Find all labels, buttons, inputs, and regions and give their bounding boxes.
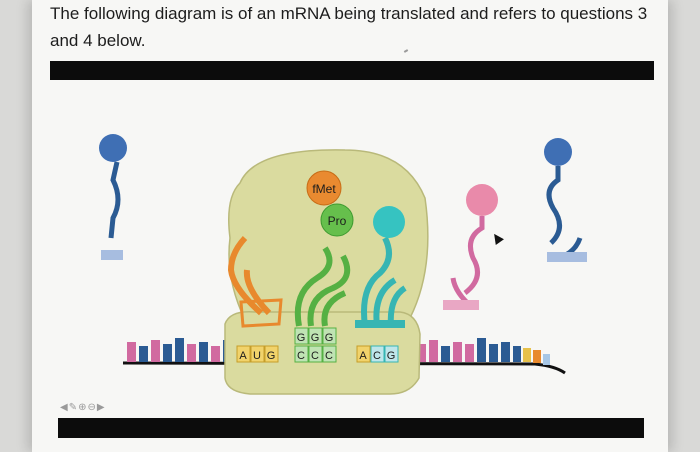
pro-amino-acid [320,203,354,237]
blue-trna-right [546,166,583,261]
codon-base: A [359,350,367,362]
question-text: The following diagram is of an mRNA bein… [50,0,660,54]
anticodon-base: G [325,332,334,344]
codon-boxes [236,345,399,363]
codon-base: U [253,350,261,362]
question-line-1: The following diagram is of an mRNA bein… [50,4,648,23]
codon-base: A [239,350,247,362]
pink-amino-acid [466,184,498,216]
codon-base: G [267,350,276,362]
codon-base: C [325,350,333,362]
anticodon-base: G [297,332,306,344]
translation-diagram: A U G C C C A C G G G G fMet Pro [99,134,587,395]
fmet-trna [227,235,272,316]
anticodon-base: G [311,332,320,344]
codon-base: C [373,350,381,362]
pager-controls[interactable]: ◀✎⊕⊖▶ [60,402,106,413]
pro-label: Pro [328,214,347,228]
pink-trna [450,216,485,310]
codon-base: C [311,350,319,362]
codon-base: C [297,350,305,362]
blue-amino-acid-left [99,134,127,162]
redaction-bar-bottom [58,418,644,438]
blue-trna-left [108,161,121,239]
mrna-right-bases [417,338,550,365]
mrna-left-bases [127,338,232,362]
codon-base: G [387,350,396,362]
blue-amino-acid-right [544,138,572,166]
anticodon-boxes [294,327,337,345]
redaction-bar-top [50,61,654,80]
pro-trna [294,246,351,327]
teal-amino-acid [373,206,405,238]
mrna-strand [122,361,566,375]
fmet-amino-acid [306,170,342,206]
fmet-label: fMet [312,182,336,196]
question-line-2: and 4 below. [50,31,146,50]
